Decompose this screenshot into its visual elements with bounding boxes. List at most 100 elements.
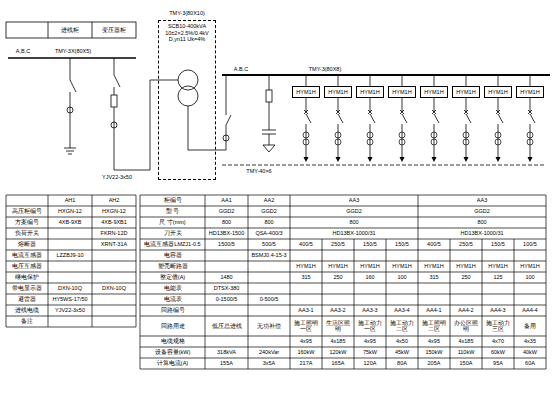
- grid-line: [140, 239, 141, 250]
- table-cell: 高压柜编号: [7, 207, 48, 217]
- device-label: HYM1H: [360, 89, 379, 96]
- grid-line: [205, 261, 206, 272]
- grid-line: [354, 272, 355, 283]
- grid-line: [546, 250, 547, 261]
- table-cell: 生活区照明: [323, 317, 354, 336]
- table-cell: AA4-4: [515, 306, 546, 316]
- grid-line: [546, 283, 547, 294]
- hv-busbar: [8, 57, 136, 59]
- grid-line: [290, 305, 291, 316]
- grid-line: [92, 261, 93, 272]
- grid-line: [6, 217, 7, 228]
- bus-label: A,B,C: [8, 47, 38, 56]
- grid-line: [546, 228, 547, 239]
- table-cell: 1480: [206, 273, 248, 283]
- table-cell: 4XB-9XB1: [93, 218, 136, 228]
- table-cell: AA3-3: [355, 306, 386, 316]
- table-cell: 刀开关: [141, 229, 205, 239]
- ct-symbol: [463, 132, 469, 138]
- grid-line: [450, 294, 451, 305]
- device-label: HYM1H: [328, 89, 347, 96]
- grid-line: [6, 206, 7, 217]
- table-cell: 1500/5: [206, 240, 248, 250]
- table-cell: 避雷器: [7, 295, 48, 305]
- grid-line: [418, 239, 419, 250]
- grid-line: [6, 239, 7, 250]
- wire: [434, 124, 435, 157]
- breaker-box: HYM1H: [516, 86, 544, 98]
- bus-label: YJV22-3x50: [92, 173, 142, 182]
- grid-line: [6, 294, 136, 295]
- grid-line: [140, 195, 546, 196]
- grid-line: [205, 316, 206, 336]
- grid-line: [136, 261, 137, 272]
- breaker-symbol: [498, 114, 503, 123]
- wire: [306, 98, 307, 112]
- grid-line: [6, 316, 7, 327]
- table-cell: 熔断器: [7, 240, 48, 250]
- table-cell: QSA-400/3: [249, 229, 290, 239]
- table-cell: 150/5: [387, 240, 418, 250]
- outgoing-arrow: [432, 157, 437, 162]
- grid-line: [546, 261, 547, 272]
- breaker-symbol: [370, 114, 375, 123]
- table-cell: 4x95: [355, 337, 386, 347]
- grid-line: [92, 316, 93, 327]
- grid-line: [290, 217, 291, 228]
- table-cell: AA4-1: [419, 306, 450, 316]
- grid-line: [140, 294, 141, 305]
- grid-line: [140, 250, 546, 251]
- wire: [306, 124, 307, 157]
- table-cell: 60A: [515, 359, 546, 369]
- table-cell: 4x50: [387, 337, 418, 347]
- table-cell: 150kW: [419, 348, 450, 358]
- grid-line: [248, 272, 249, 283]
- table-cell: 进线电缆: [7, 306, 48, 316]
- wire: [269, 102, 270, 130]
- grid-line: [6, 195, 136, 196]
- table-cell: DXN-10Q: [49, 284, 92, 294]
- table-cell: AA3: [291, 196, 418, 206]
- grid-line: [205, 195, 206, 206]
- grid-line: [386, 283, 387, 294]
- grid-line: [418, 206, 419, 217]
- grid-line: [322, 272, 323, 283]
- grid-line: [140, 195, 141, 206]
- header-cell: 变压器柜: [92, 24, 136, 36]
- wire: [498, 124, 499, 157]
- grid-line: [290, 316, 291, 336]
- table-cell: DTSX-380: [206, 284, 248, 294]
- grid-line: [290, 195, 291, 206]
- wire: [338, 124, 339, 157]
- grid-line: [136, 239, 137, 250]
- grid-line: [248, 336, 249, 347]
- fuse-symbol: [111, 95, 117, 107]
- grid-line: [92, 250, 93, 261]
- grid-line: [92, 217, 93, 228]
- outgoing-arrow: [528, 157, 533, 162]
- table-cell: HYM1H: [515, 262, 546, 272]
- grid-line: [450, 347, 451, 358]
- table-cell: 施工照明一区: [291, 317, 322, 336]
- ct-symbol: [495, 132, 501, 138]
- fuse-symbol: [266, 90, 272, 102]
- grid-line: [322, 316, 323, 336]
- grid-line: [248, 316, 249, 336]
- table-cell: 柜编号: [141, 196, 205, 206]
- grid-line: [290, 294, 291, 305]
- grid-line: [322, 336, 323, 347]
- grid-line: [48, 206, 49, 217]
- ct-symbol: [335, 139, 341, 145]
- grid-line: [546, 305, 547, 316]
- grid-line: [92, 272, 93, 283]
- table-cell: 备用: [515, 317, 546, 336]
- grid-line: [140, 217, 141, 228]
- grid-line: [418, 305, 419, 316]
- grid-line: [514, 283, 515, 294]
- table-cell: 110kW: [451, 348, 482, 358]
- grid-line: [322, 294, 323, 305]
- grid-line: [6, 228, 136, 229]
- breaker-symbol: [528, 110, 532, 114]
- header-cell: 进线柜: [48, 24, 92, 36]
- grid-line: [290, 250, 291, 261]
